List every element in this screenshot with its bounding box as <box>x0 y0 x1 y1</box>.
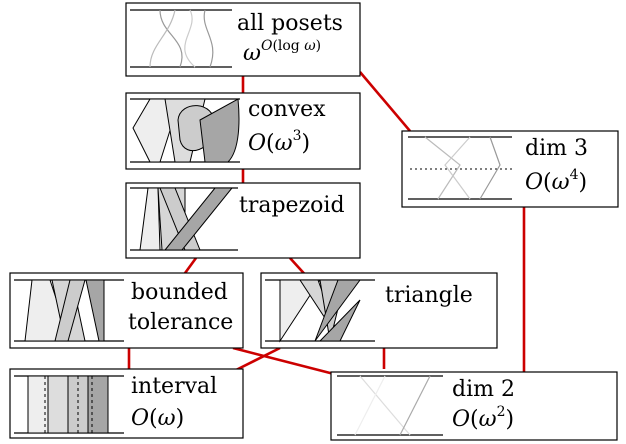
dim3-label: dim 3 <box>525 136 588 161</box>
node-triangle: triangle <box>260 272 498 349</box>
node-dim2: dim 2 O(ω2) <box>330 371 618 441</box>
edge-all-posets-dim3 <box>359 71 411 132</box>
dim2-label: dim 2 <box>452 377 515 402</box>
node-convex: convex O(ω3) <box>125 92 361 170</box>
all-posets-complexity: ωO(log ω) <box>243 38 321 66</box>
edge-triangle-interval <box>235 346 281 372</box>
all-posets-label: all posets <box>237 11 343 36</box>
node-all-posets: all posets ωO(log ω) <box>125 2 361 77</box>
convex-complexity: O(ω3) <box>248 128 310 156</box>
bounded-tolerance-label-line1: bounded <box>131 280 228 305</box>
convex-label: convex <box>248 97 326 122</box>
node-trapezoid: trapezoid <box>125 182 361 259</box>
interval-label: interval <box>131 374 217 399</box>
edge-bounded-tolerance-dim2 <box>232 346 335 376</box>
trapezoid-label: trapezoid <box>239 193 345 218</box>
bounded-tolerance-label-line2: tolerance <box>128 310 233 335</box>
node-interval: interval O(ω) <box>9 368 244 439</box>
interval-complexity: O(ω) <box>131 406 184 431</box>
dim2-complexity: O(ω2) <box>452 404 514 432</box>
node-dim3: dim 3 O(ω4) <box>401 130 619 208</box>
dim3-complexity: O(ω4) <box>525 167 587 195</box>
node-bounded-tolerance: bounded tolerance <box>9 272 244 349</box>
triangle-label: triangle <box>385 283 473 308</box>
